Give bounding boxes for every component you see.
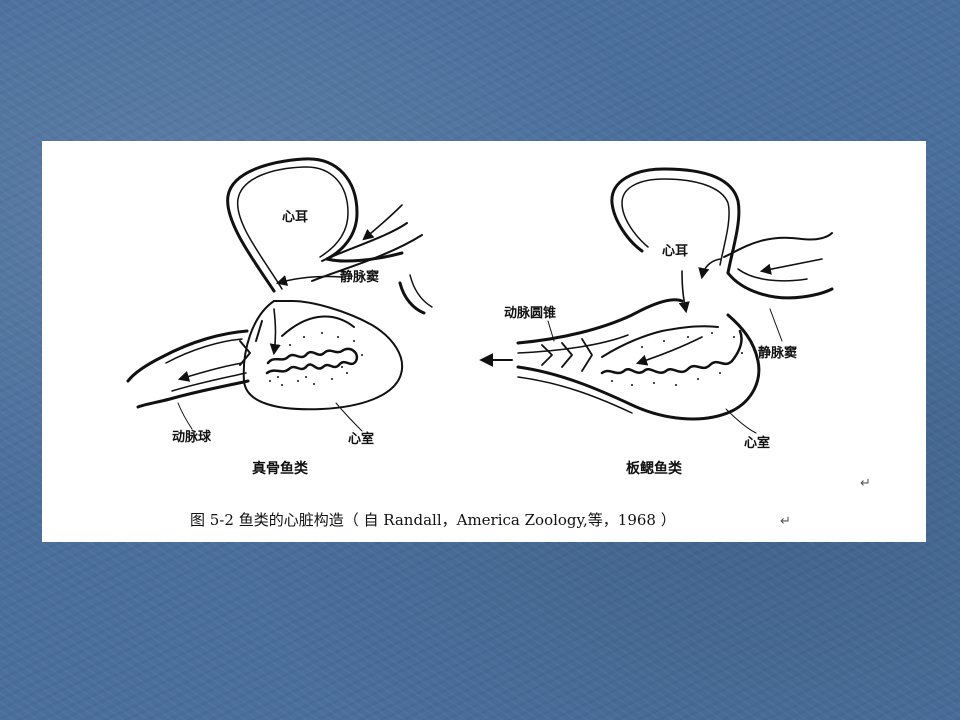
- left-sinus-venosus-label: 静脉窦: [340, 269, 379, 285]
- left-atrium-label: 心耳: [282, 210, 308, 225]
- right-ventricle-label: 心室: [744, 435, 770, 451]
- elasmobranch-heart-drawing: [479, 167, 834, 434]
- heart-diagram: 心耳 静脉窦 动脉球 心室 真骨鱼类: [126, 157, 871, 529]
- stipple-texture-right: [611, 332, 743, 386]
- caption-paragraph-mark: ↵: [780, 514, 791, 529]
- left-diagram-title: 真骨鱼类: [252, 460, 309, 477]
- left-ventricle-label: 心室: [348, 431, 374, 447]
- paragraph-mark: ↵: [860, 476, 871, 491]
- stipple-texture: [269, 332, 363, 386]
- figure-caption: 图 5-2 鱼类的心脏构造（ 自 Randall，America Zoology…: [190, 511, 676, 529]
- left-bulbus-label: 动脉球: [172, 429, 212, 445]
- right-sinus-venosus-label: 静脉窦: [758, 345, 797, 361]
- teleost-heart-drawing: [126, 157, 433, 432]
- right-conus-label: 动脉圆锥: [504, 305, 556, 321]
- figure-panel: 心耳 静脉窦 动脉球 心室 真骨鱼类: [42, 141, 926, 542]
- right-atrium-label: 心耳: [662, 244, 688, 259]
- right-diagram-title: 板鳃鱼类: [626, 460, 683, 477]
